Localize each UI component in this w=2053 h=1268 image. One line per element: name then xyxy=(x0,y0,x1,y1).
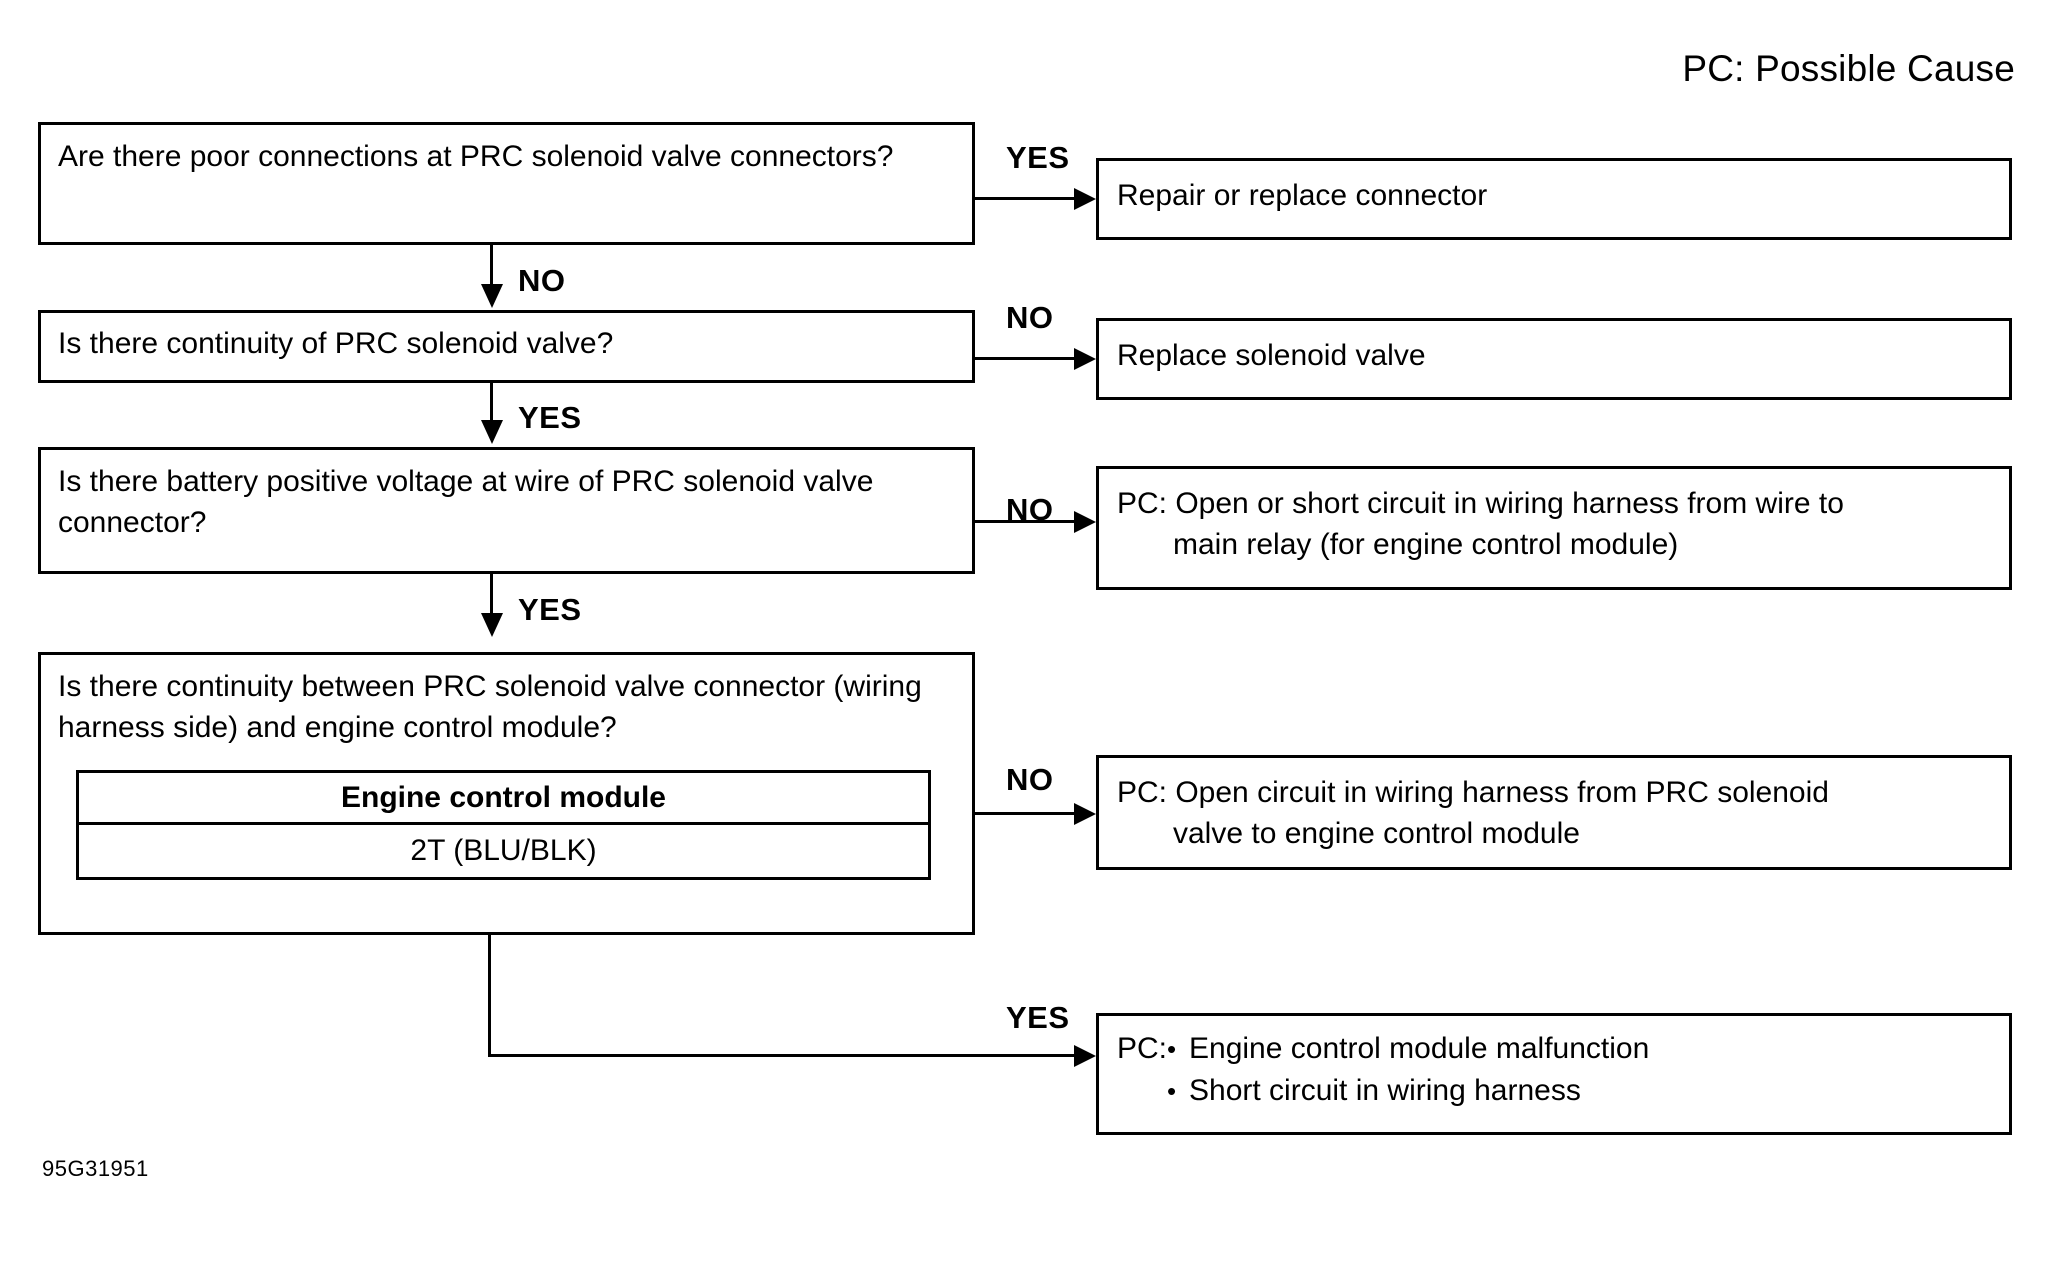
question-box-4-text: Is there continuity between PRC solenoid… xyxy=(58,670,922,744)
question-box-1-text: Are there poor connections at PRC soleno… xyxy=(58,140,894,173)
result-box-5-bullet-list: Engine control module malfunction Short … xyxy=(1167,1028,1649,1112)
result-box-5-bullet-1: Engine control module malfunction xyxy=(1167,1028,1649,1070)
question-box-1[interactable]: Are there poor connections at PRC soleno… xyxy=(38,122,975,245)
question-box-3[interactable]: Is there battery positive voltage at wir… xyxy=(38,447,975,574)
edge-label-q4-yes: YES xyxy=(1006,1000,1070,1035)
edge-label-q3-no: NO xyxy=(1006,492,1054,527)
connector-q1-yes-line xyxy=(975,197,1085,200)
result-box-2-text: Replace solenoid valve xyxy=(1117,339,1426,372)
question-box-2[interactable]: Is there continuity of PRC solenoid valv… xyxy=(38,310,975,383)
connector-q4-no-arrowhead xyxy=(1074,803,1096,825)
result-box-4-line2: valve to engine control module xyxy=(1173,817,1580,850)
result-box-5-text: PC: Engine control module malfunction Sh… xyxy=(1117,1028,1997,1112)
edge-label-q3-yes: YES xyxy=(518,592,582,627)
connector-q3-yes-line xyxy=(490,574,493,616)
connector-q1-yes-arrowhead xyxy=(1074,188,1096,210)
result-box-1-text: Repair or replace connector xyxy=(1117,179,1488,212)
connector-q4-yes-horizontal xyxy=(488,1054,1085,1057)
result-box-1[interactable]: Repair or replace connector xyxy=(1096,158,2012,240)
connector-q3-no-arrowhead xyxy=(1074,511,1096,533)
result-box-4-line1: PC: Open circuit in wiring harness from … xyxy=(1117,776,1829,809)
result-box-4-text: PC: Open circuit in wiring harness from … xyxy=(1117,772,1997,854)
engine-control-module-table-row: 2T (BLU/BLK) xyxy=(410,834,597,867)
result-box-4[interactable]: PC: Open circuit in wiring harness from … xyxy=(1096,755,2012,870)
result-box-3[interactable]: PC: Open or short circuit in wiring harn… xyxy=(1096,466,2012,590)
edge-label-q4-no: NO xyxy=(1006,762,1054,797)
result-box-3-text: PC: Open or short circuit in wiring harn… xyxy=(1117,483,1997,565)
engine-control-module-table-header: Engine control module xyxy=(79,773,928,825)
edge-label-q1-yes: YES xyxy=(1006,140,1070,175)
connector-q1-no-arrowhead xyxy=(481,284,503,308)
connector-q3-no-line xyxy=(975,520,1085,523)
engine-control-module-table: Engine control module 2T (BLU/BLK) xyxy=(76,770,931,880)
result-box-5-prefix: PC: xyxy=(1117,1032,1168,1065)
connector-q3-yes-arrowhead xyxy=(481,613,503,637)
question-box-3-text: Is there battery positive voltage at wir… xyxy=(58,465,874,539)
edge-label-q2-yes: YES xyxy=(518,400,582,435)
connector-q4-yes-arrowhead xyxy=(1074,1045,1096,1067)
edge-label-q1-no: NO xyxy=(518,263,566,298)
connector-q1-no-line xyxy=(490,245,493,287)
edge-label-q2-no: NO xyxy=(1006,300,1054,335)
connector-q2-no-line xyxy=(975,357,1085,360)
result-box-3-line2: main relay (for engine control module) xyxy=(1173,528,1679,561)
connector-q4-yes-vertical xyxy=(488,935,491,1057)
connector-q4-no-line xyxy=(975,812,1085,815)
question-box-4[interactable]: Is there continuity between PRC solenoid… xyxy=(38,652,975,935)
legend-possible-cause: PC: Possible Cause xyxy=(1682,48,2015,89)
question-box-2-text: Is there continuity of PRC solenoid valv… xyxy=(58,327,614,360)
connector-q2-yes-line xyxy=(490,383,493,423)
result-box-5[interactable]: PC: Engine control module malfunction Sh… xyxy=(1096,1013,2012,1135)
result-box-5-bullet-2: Short circuit in wiring harness xyxy=(1167,1070,1649,1112)
result-box-2[interactable]: Replace solenoid valve xyxy=(1096,318,2012,400)
connector-q2-no-arrowhead xyxy=(1074,348,1096,370)
connector-q2-yes-arrowhead xyxy=(481,420,503,444)
figure-code: 95G31951 xyxy=(42,1156,149,1181)
result-box-3-line1: PC: Open or short circuit in wiring harn… xyxy=(1117,487,1844,520)
